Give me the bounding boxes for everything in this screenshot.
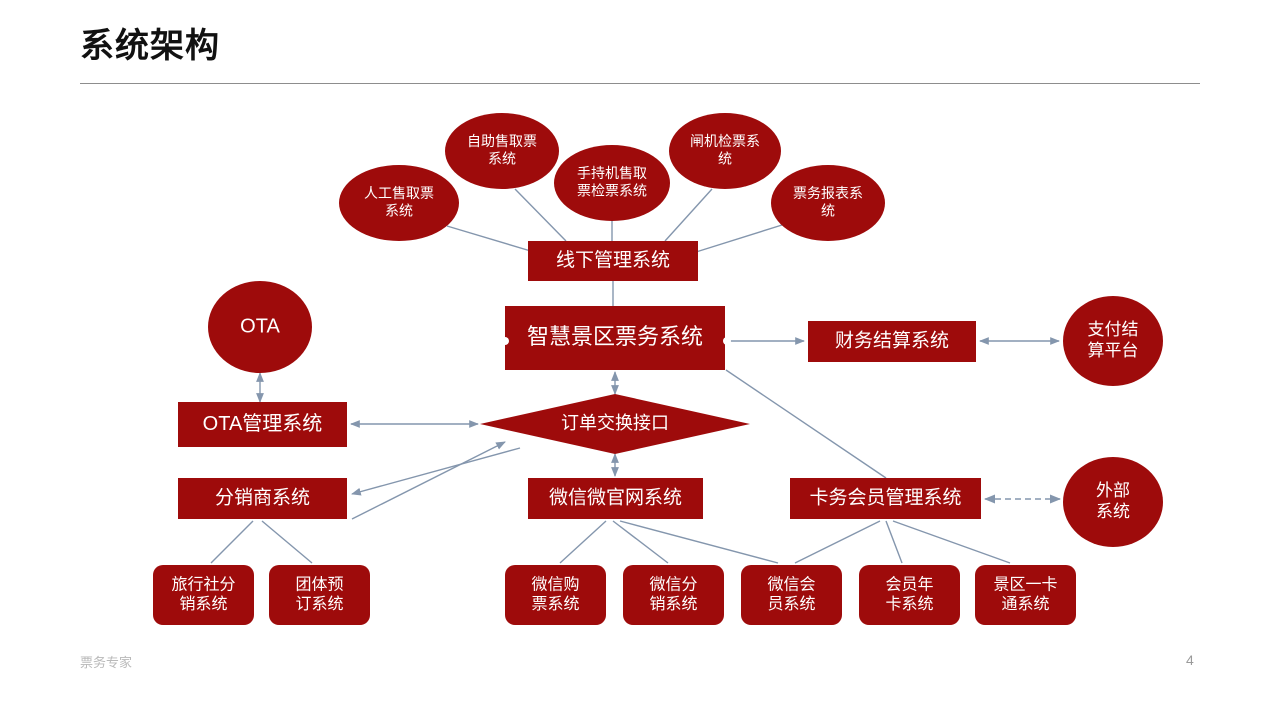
- edge-wechatsite-to-purchase: [559, 520, 607, 564]
- node-label: 统: [821, 202, 835, 218]
- node-label: 财务结算系统: [835, 330, 949, 352]
- edge-manual-to-offline: [446, 225, 535, 253]
- edge-orderexchange-to-distributor: [351, 447, 521, 496]
- edge-report-to-offline: [695, 224, 783, 253]
- node-label: 智慧景区票务系统: [527, 324, 703, 349]
- node-label: OTA: [240, 315, 280, 337]
- edge-selfservice-to-offline: [514, 188, 567, 242]
- node-layer: 人工售取票系统自助售取票系统手持机售取票检票系统闸机检票系统票务报表系统线下管理…: [153, 113, 1163, 625]
- connector-dot-layer: [501, 337, 731, 345]
- node-smart-scenic-ticketing[interactable]: 智慧景区票务系统: [505, 306, 725, 370]
- node-label: OTA管理系统: [203, 412, 323, 435]
- node-card-member-management[interactable]: 卡务会员管理系统: [790, 478, 981, 519]
- title-divider: [80, 83, 1200, 84]
- main-right-dot: [723, 337, 731, 345]
- node-label: 景区一卡: [993, 575, 1057, 593]
- node-label: 卡务会员管理系统: [809, 487, 961, 509]
- node-label: 线下管理系统: [556, 249, 670, 271]
- node-label: 手持机售取: [577, 165, 647, 181]
- node-label: 系统: [385, 202, 413, 218]
- node-label: 订系统: [295, 595, 343, 613]
- node-offline-management[interactable]: 线下管理系统: [528, 241, 698, 281]
- edge-wechatsite-to-distribution: [612, 520, 669, 564]
- node-label: 统: [718, 150, 732, 166]
- node-distributor-system[interactable]: 分销商系统: [178, 478, 347, 519]
- node-label: 系统: [1096, 502, 1130, 521]
- node-label: 会员年: [885, 575, 933, 593]
- edge-gate-to-offline: [664, 188, 713, 242]
- node-label: 员系统: [767, 595, 815, 613]
- node-label: 闸机检票系: [690, 133, 760, 149]
- node-wechat-official-site[interactable]: 微信微官网系统: [528, 478, 703, 519]
- edge-distributor-to-orderexchange: [351, 441, 506, 520]
- node-label: 旅行社分: [171, 575, 235, 593]
- node-label: 人工售取票: [364, 185, 434, 201]
- node-label: 微信购: [531, 575, 579, 593]
- node-finance-settlement[interactable]: 财务结算系统: [808, 321, 976, 362]
- node-label: 微信微官网系统: [549, 487, 682, 509]
- node-label: 支付结: [1088, 320, 1139, 339]
- node-label: 系统: [488, 150, 516, 166]
- edge-layer: [210, 188, 1062, 564]
- main-left-dot: [501, 337, 509, 345]
- edge-cardmember-to-allinonecard: [892, 520, 1011, 564]
- node-label: 订单交换接口: [561, 413, 669, 433]
- node-label: 票务报表系: [793, 185, 863, 201]
- page-title: 系统架构: [80, 27, 220, 65]
- node-label: 销系统: [649, 595, 697, 613]
- node-label: 算平台: [1088, 341, 1139, 360]
- node-label: 票系统: [531, 595, 579, 613]
- node-label: 分销商系统: [215, 487, 310, 509]
- node-label: 外部: [1096, 481, 1130, 500]
- node-ota-management[interactable]: OTA管理系统: [178, 402, 347, 447]
- node-label: 票检票系统: [577, 182, 647, 198]
- node-label: 微信会: [767, 575, 815, 593]
- edge-cardmember-to-wechatmember: [794, 520, 881, 564]
- node-label: 通系统: [1001, 595, 1049, 613]
- page-number: 4: [1186, 652, 1194, 668]
- node-label: 微信分: [649, 575, 697, 593]
- node-order-exchange-interface[interactable]: 订单交换接口: [480, 394, 750, 454]
- edge-distributor-to-groupbooking: [261, 520, 313, 564]
- node-label: 销系统: [179, 595, 227, 613]
- node-label: 自助售取票: [467, 133, 537, 149]
- node-ota[interactable]: OTA: [208, 281, 312, 373]
- edge-main-to-cardmember: [725, 369, 887, 479]
- node-label: 团体预: [295, 575, 343, 593]
- footer-note: 票务专家: [80, 655, 133, 670]
- edge-cardmember-to-annualcard: [885, 520, 903, 564]
- edge-wechatsite-to-member: [619, 520, 779, 564]
- node-label: 卡系统: [885, 595, 933, 613]
- edge-distributor-to-travelagency: [210, 520, 254, 564]
